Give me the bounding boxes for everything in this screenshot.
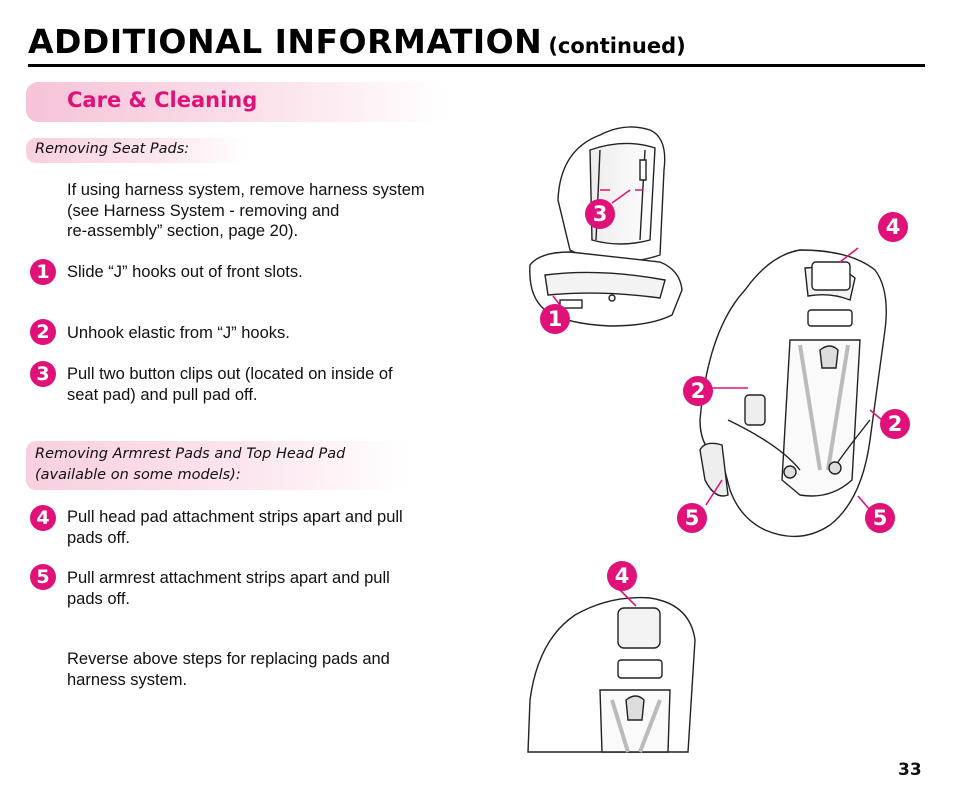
callout-5-left: 5 (677, 503, 707, 533)
armrest-heading-line: (available on some models): (35, 467, 241, 483)
callout-3: 3 (585, 199, 615, 229)
step-badge-5: 5 (30, 564, 56, 590)
step-badge-3: 3 (30, 361, 56, 387)
step-line: Pull head pad attachment strips apart an… (67, 508, 403, 526)
callout-2-right: 2 (880, 409, 910, 439)
callout-4: 4 (878, 212, 908, 242)
intro-line: (see Harness System - removing and (67, 201, 340, 220)
section-band (26, 82, 446, 122)
step-badge-2: 2 (30, 319, 56, 345)
bottom-seat-illustration (527, 589, 696, 753)
step-badge-1: 1 (30, 259, 56, 285)
page-number: 33 (898, 760, 922, 780)
callout-5-right: 5 (865, 503, 895, 533)
middle-seat-illustration (699, 247, 887, 538)
closing-text: Reverse above steps for replacing pads a… (67, 649, 390, 690)
section-title: Care & Cleaning (67, 88, 258, 112)
step-line: pads off. (67, 589, 130, 608)
step-line: pads off. (67, 528, 130, 547)
step-line: Pull two button clips out (located on in… (67, 365, 393, 383)
title-rule (28, 64, 925, 67)
intro-line: If using harness system, remove harness … (67, 181, 425, 199)
armrest-heading: Removing Armrest Pads and Top Head Pad (… (35, 444, 345, 486)
callout-1: 1 (540, 304, 570, 334)
step-1-text: Slide “J” hooks out of front slots. (67, 262, 303, 283)
closing-line: Reverse above steps for replacing pads a… (67, 650, 390, 668)
seat-pads-heading-band (26, 138, 248, 163)
page-title-main: ADDITIONAL INFORMATION (28, 22, 543, 61)
callout-4-bottom: 4 (607, 561, 637, 591)
step-line: Pull armrest attachment strips apart and… (67, 569, 390, 587)
step-line: seat pad) and pull pad off. (67, 385, 258, 404)
step-line: Slide “J” hooks out of front slots. (67, 263, 303, 281)
step-4-text: Pull head pad attachment strips apart an… (67, 507, 403, 548)
seat-pads-intro: If using harness system, remove harness … (67, 180, 425, 242)
page-title: ADDITIONAL INFORMATION(continued) (28, 22, 686, 61)
step-badge-4: 4 (30, 505, 56, 531)
armrest-heading-line: Removing Armrest Pads and Top Head Pad (35, 446, 346, 462)
closing-line: harness system. (67, 670, 188, 689)
intro-line: re-assembly” section, page 20). (67, 222, 299, 240)
step-line: Unhook elastic from “J” hooks. (67, 324, 290, 342)
page-title-suffix: (continued) (548, 34, 686, 58)
armrest-heading-band (26, 441, 406, 490)
step-2-text: Unhook elastic from “J” hooks. (67, 323, 290, 344)
callout-2-left: 2 (683, 376, 713, 406)
seat-pads-heading: Removing Seat Pads: (35, 141, 190, 157)
step-3-text: Pull two button clips out (located on in… (67, 364, 393, 405)
step-5-text: Pull armrest attachment strips apart and… (67, 568, 390, 609)
